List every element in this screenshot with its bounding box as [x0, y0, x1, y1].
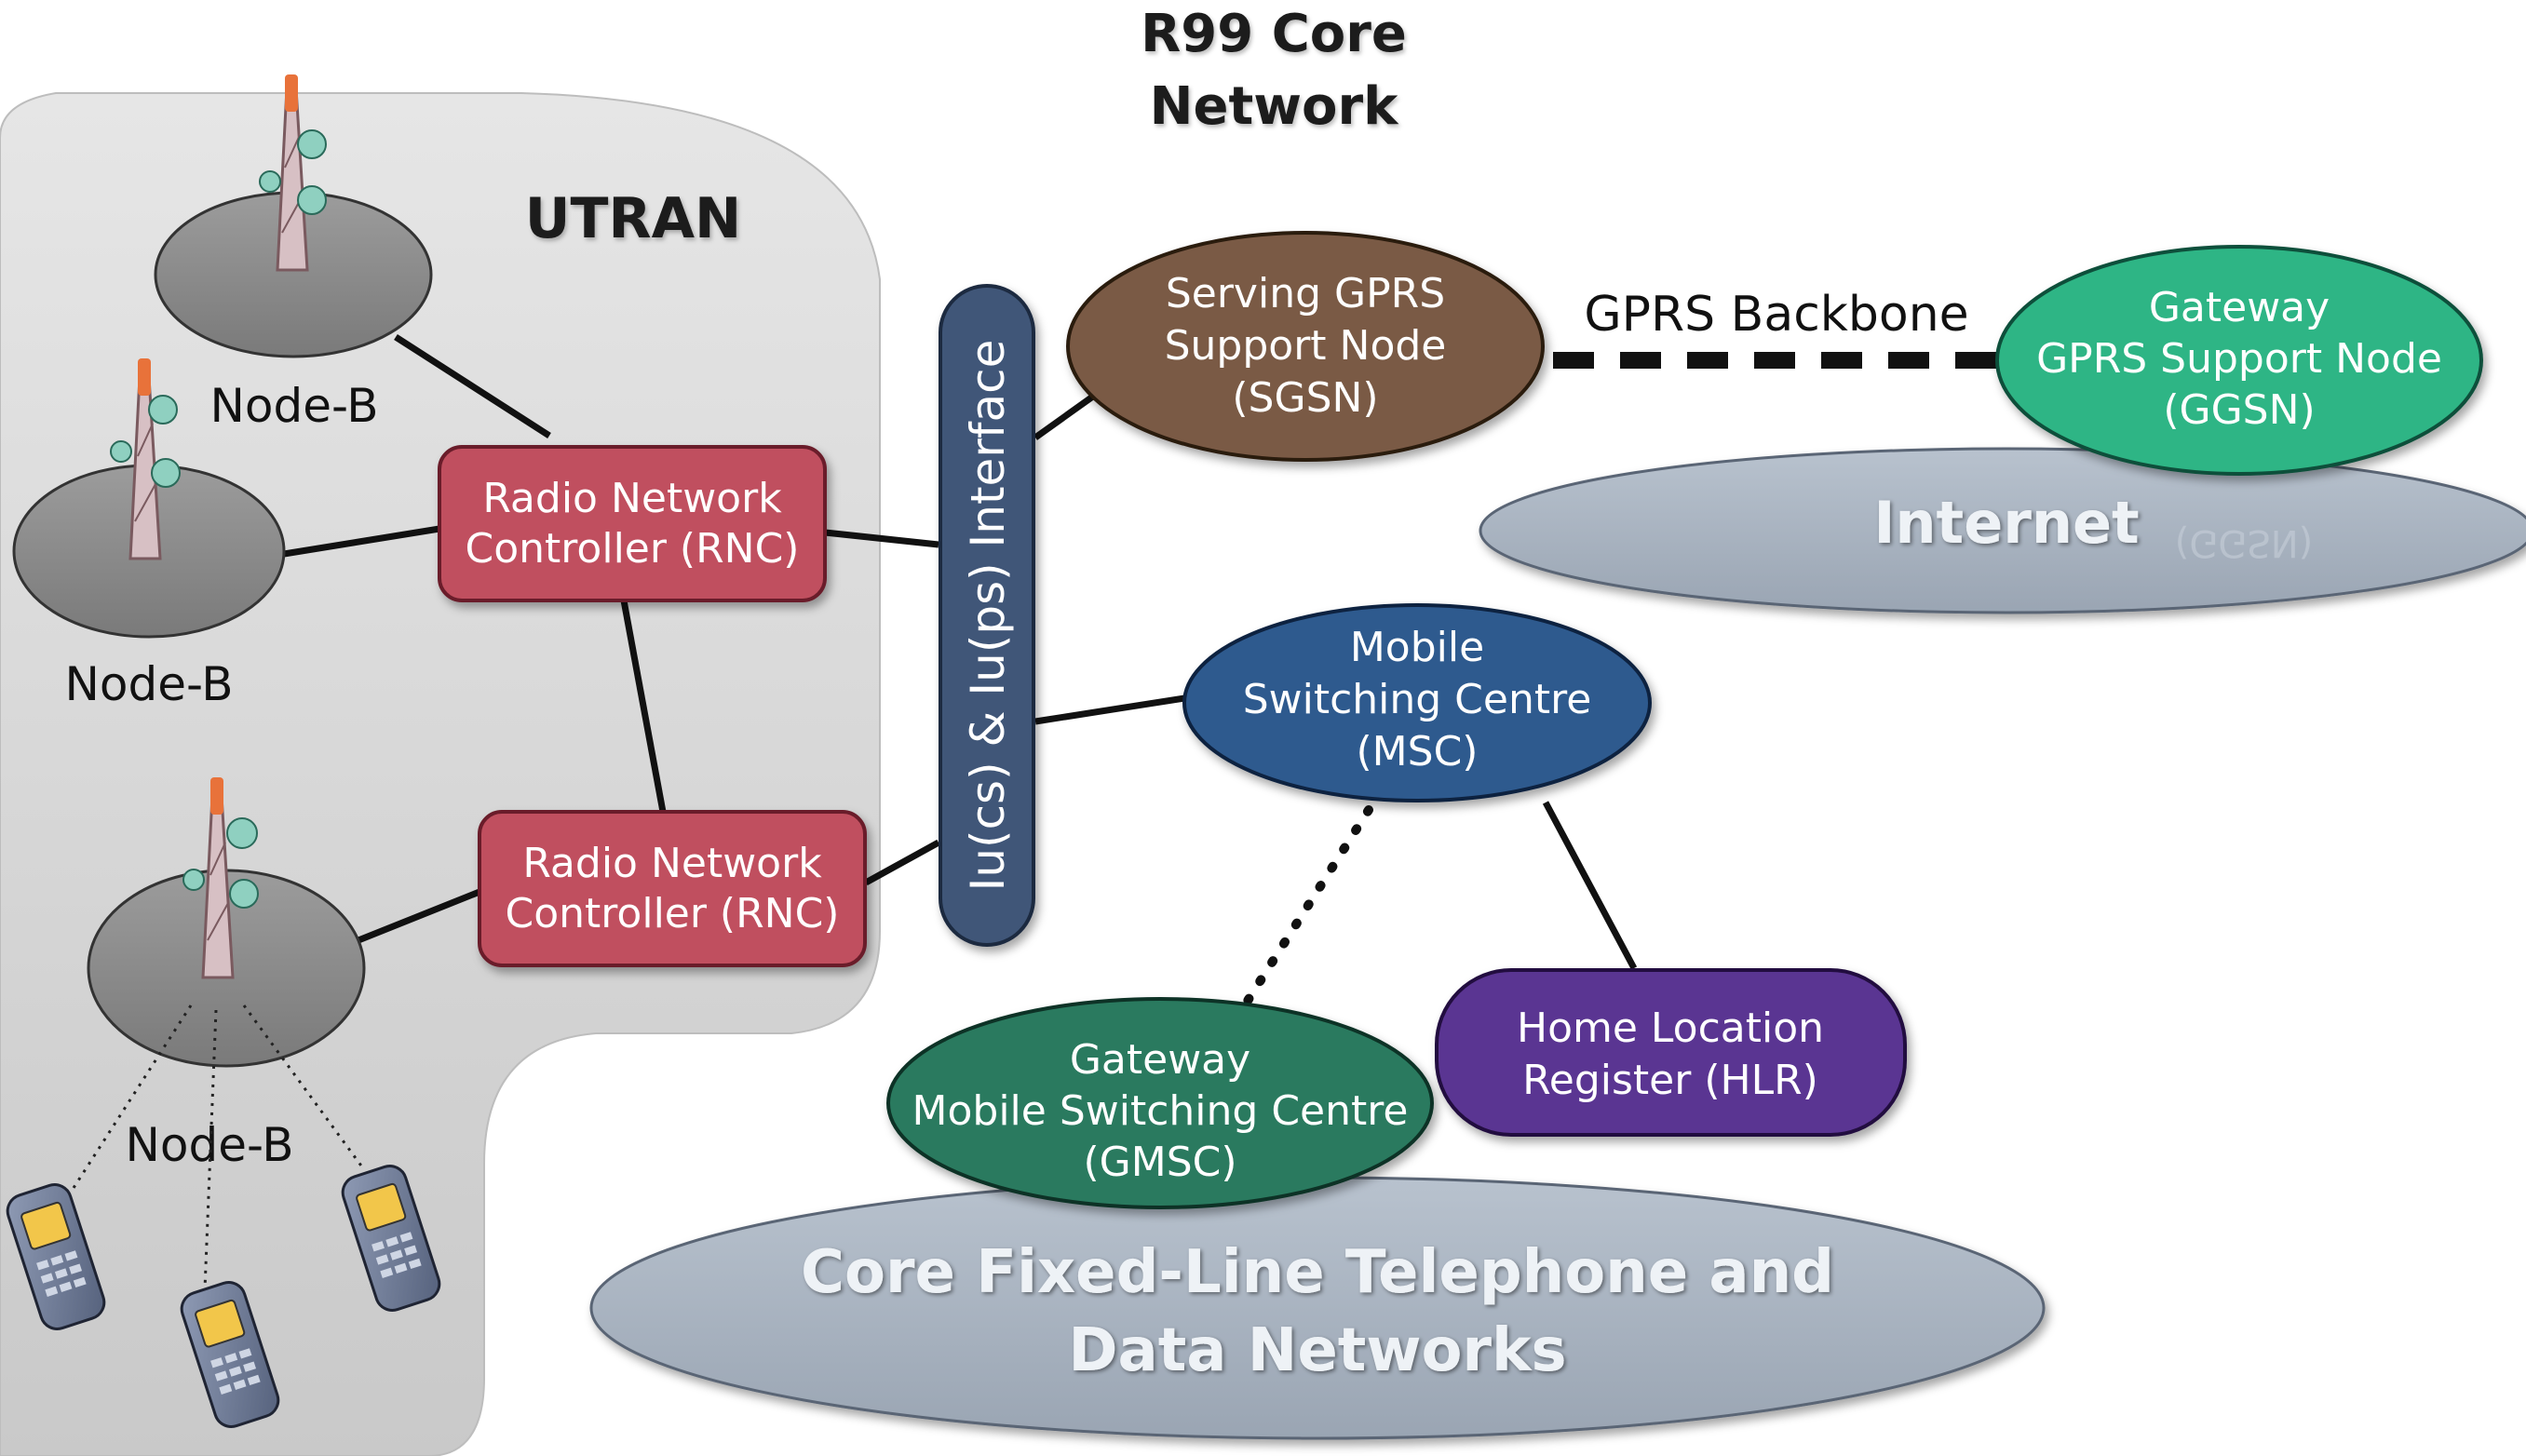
- utran-label: UTRAN: [525, 186, 742, 251]
- rnc-box-2: [478, 810, 867, 967]
- msc-line1: Mobile: [1350, 624, 1484, 671]
- utran-region: [0, 92, 881, 1456]
- title-line2: Network: [1150, 76, 1399, 137]
- node-b-2: [12, 358, 286, 639]
- link-msc-gmsc: [1243, 805, 1373, 1005]
- node-b-2-tower-icon: [110, 358, 181, 560]
- ggsn-line1: Gateway: [2149, 284, 2330, 331]
- ggsn-line2: GPRS Support Node: [2036, 335, 2442, 383]
- core-network-line1: Core Fixed-Line Telephone and: [801, 1238, 1834, 1307]
- node-b-3-tower-icon: [182, 777, 259, 979]
- node-b-1-label: Node-B: [209, 379, 378, 433]
- rnc-box-1: [438, 445, 827, 602]
- gmsc-node: [886, 997, 1434, 1209]
- mobile-phone-2-icon: [180, 1281, 280, 1428]
- hlr-box: [1435, 968, 1907, 1137]
- link-nodeb3-rnc2: [357, 888, 481, 944]
- link-nodeb2-rnc1: [283, 525, 440, 558]
- link-rnc1-rnc2: [620, 600, 667, 813]
- core-network-line2: Data Networks: [1068, 1316, 1566, 1385]
- gmsc-line2: Mobile Switching Centre: [912, 1087, 1409, 1135]
- core-network-cloud: [589, 1176, 2046, 1440]
- ggsn-reflection: (GGSN): [2175, 521, 2314, 564]
- ggsn-line3: (GGSN): [2163, 386, 2315, 434]
- internet-cloud: [1479, 447, 2526, 614]
- iu-interface-bar: [939, 284, 1035, 947]
- rnc-1-line1: Radio Network: [482, 475, 782, 522]
- iu-interface-label: Iu(cs) & Iu(ps) Interface: [961, 340, 1015, 892]
- link-nodeb1-rnc1: [394, 334, 551, 438]
- rnc-2-line1: Radio Network: [522, 840, 822, 887]
- node-b-3: [87, 777, 366, 1068]
- gmsc-line3: (GMSC): [1083, 1139, 1236, 1186]
- mobile-phone-3-icon: [341, 1165, 441, 1312]
- link-rnc1-interface: [824, 529, 939, 548]
- node-b-3-label: Node-B: [125, 1118, 293, 1172]
- node-b-1-tower-icon: [259, 74, 327, 272]
- msc-line2: Switching Centre: [1243, 676, 1592, 723]
- hlr-line2: Register (HLR): [1522, 1057, 1818, 1104]
- msc-node: [1182, 603, 1652, 802]
- link-msc-hlr: [1542, 801, 1638, 970]
- radio-link-1: [63, 1004, 193, 1202]
- rnc-2-line2: Controller (RNC): [506, 890, 840, 937]
- link-interface-msc: [1034, 694, 1185, 725]
- radio-link-3: [242, 1004, 365, 1169]
- hlr-line1: Home Location: [1517, 1004, 1824, 1052]
- mobile-phone-1-icon: [6, 1183, 106, 1330]
- node-b-1: [154, 74, 433, 358]
- gmsc-line1: Gateway: [1070, 1036, 1250, 1084]
- node-b-2-label: Node-B: [64, 657, 233, 711]
- radio-link-2: [203, 1009, 218, 1290]
- gprs-backbone-label: GPRS Backbone: [1584, 287, 1968, 343]
- rnc-1-line2: Controller (RNC): [466, 525, 800, 573]
- link-interface-sgsn: [1033, 393, 1097, 440]
- radio-links: [63, 1004, 365, 1290]
- connections: [283, 334, 1638, 970]
- sgsn-line1: Serving GPRS: [1166, 270, 1445, 317]
- link-rnc2-interface: [864, 839, 940, 886]
- sgsn-node: [1066, 231, 1545, 462]
- sgsn-line3: (SGSN): [1232, 374, 1378, 422]
- internet-label: Internet: [1873, 489, 2139, 557]
- sgsn-line2: Support Node: [1165, 322, 1447, 370]
- msc-line3: (MSC): [1357, 728, 1479, 775]
- title-line1: R99 Core: [1141, 4, 1407, 64]
- ggsn-node: [1995, 245, 2483, 476]
